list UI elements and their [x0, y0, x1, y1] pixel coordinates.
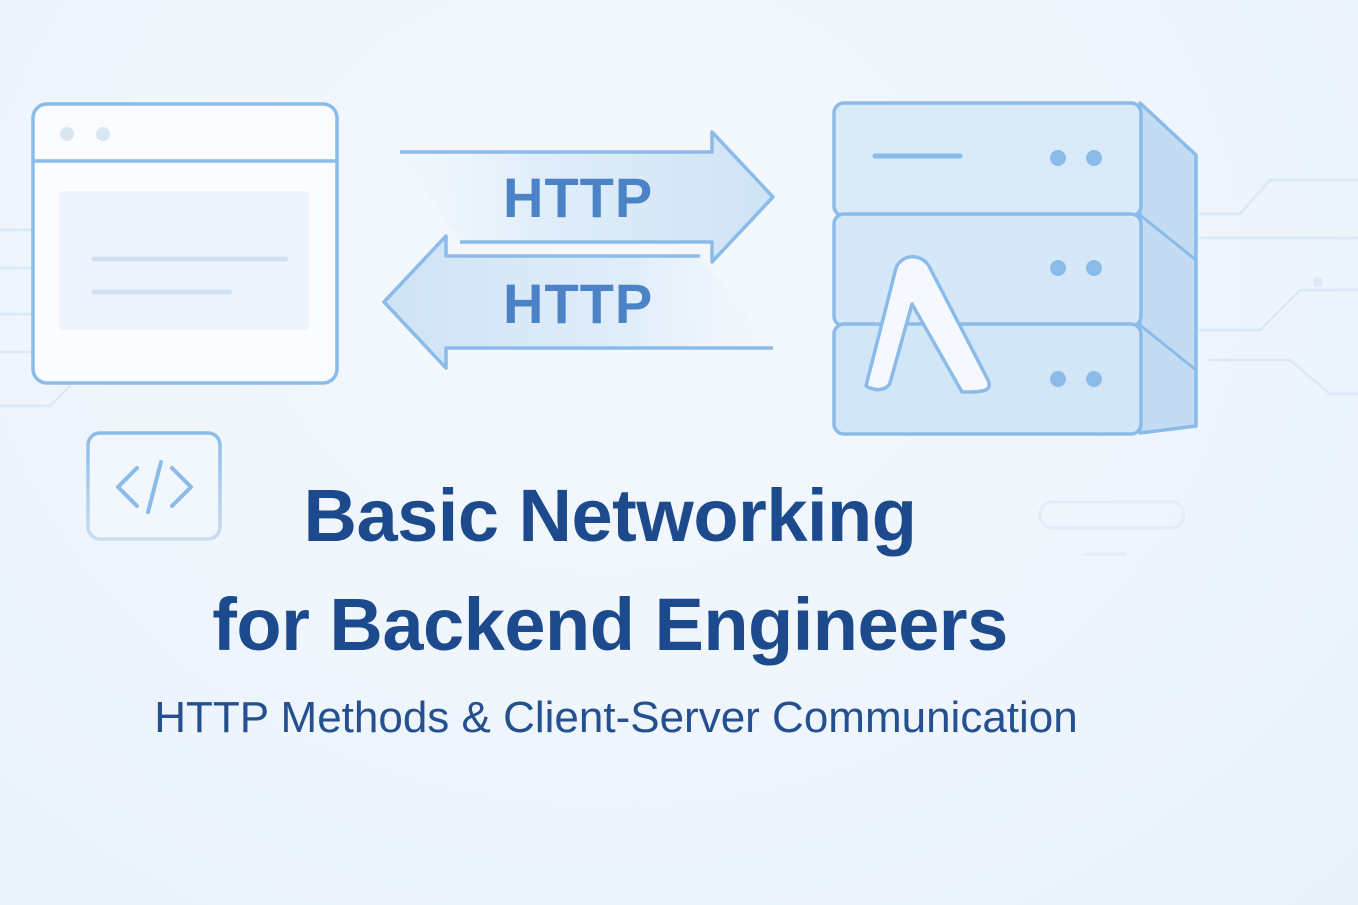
page-subtitle: HTTP Methods & Client-Server Communicati…: [154, 693, 1078, 742]
page-title-line-2: for Backend Engineers: [212, 583, 1008, 666]
page-title-line-1: Basic Networking: [303, 474, 917, 557]
request-arrow-icon: [400, 130, 775, 264]
http-request-label: HTTP: [503, 166, 654, 229]
response-arrow-icon: [382, 234, 773, 370]
http-response-label: HTTP: [503, 272, 654, 335]
